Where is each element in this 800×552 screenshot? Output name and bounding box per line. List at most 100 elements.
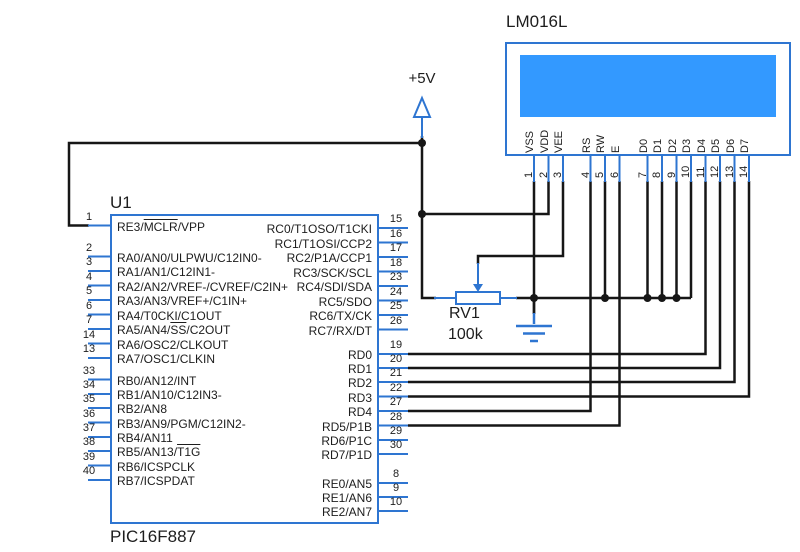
pic-pin-number: 19 bbox=[389, 339, 403, 351]
lcd-pin-number: 3 bbox=[552, 171, 564, 178]
pic-pin-label: RC3/SCK/SCL bbox=[293, 265, 372, 280]
pic-pin-label: RD4 bbox=[347, 405, 372, 419]
lcd-pin-label: RW bbox=[595, 134, 607, 153]
pin-label-part: /C2OUT bbox=[186, 323, 231, 337]
pic-pin-label: RB4/AN11 bbox=[117, 431, 173, 445]
lcd-pin-number: 14 bbox=[738, 165, 750, 178]
pic-pin-label: RC0/T1OSO/T1CKI bbox=[266, 222, 372, 236]
pic-pin-label: RD6/P1C bbox=[321, 434, 372, 448]
pic-pin-label: RC5/SDO bbox=[318, 294, 372, 309]
pic-pin-number: 30 bbox=[389, 439, 403, 451]
pic-pin-label: RC2/P1A/CCP1 bbox=[286, 251, 372, 265]
lcd-pin-number: 6 bbox=[608, 171, 621, 178]
pic-pin-number: 10 bbox=[389, 496, 403, 508]
pic-pin-number: 7 bbox=[85, 314, 93, 326]
lcd-pin-number: 10 bbox=[680, 165, 692, 178]
power-arrow bbox=[412, 95, 432, 118]
pic-pin-number: 5 bbox=[85, 285, 93, 297]
pot-wiper[interactable] bbox=[434, 263, 517, 299]
pin-label-part: RA5/AN4/ bbox=[117, 323, 171, 337]
pic-pin-label: RB1/AN10/C12IN3- bbox=[117, 388, 222, 402]
pin-label-part: RE3/ bbox=[117, 219, 144, 234]
pic-pin-number: 14 bbox=[82, 328, 96, 341]
pic-pin-label: RD7/P1D bbox=[321, 448, 372, 462]
pic-body[interactable] bbox=[110, 214, 379, 524]
lcd-pin-label: VDD bbox=[538, 129, 551, 153]
pic-pin-number: 40 bbox=[82, 465, 96, 477]
pic-pin-number: 1 bbox=[85, 210, 93, 223]
lcd-pin-number: 4 bbox=[579, 171, 592, 178]
pic-pin-number: 21 bbox=[389, 367, 403, 379]
junction-dots bbox=[418, 139, 681, 302]
pic-pin-label: RA4/T0CKI/C1OUT bbox=[117, 308, 222, 323]
pic-pin-number: 25 bbox=[389, 300, 403, 312]
pin-label-part: SS bbox=[170, 323, 187, 337]
pic-pin-label: RE0/AN5 bbox=[321, 477, 372, 491]
pic-pin-label: RC6/TX/CK bbox=[309, 309, 372, 323]
pic-pin-number: 23 bbox=[389, 271, 403, 283]
lcd-pin-label: RS bbox=[580, 137, 593, 153]
pic-pin-number: 22 bbox=[389, 381, 403, 394]
pic-pin-number: 37 bbox=[82, 422, 96, 434]
pic-pin-label: RC4/SDI/SDA bbox=[296, 280, 372, 294]
lcd-pin-label: D6 bbox=[724, 138, 737, 153]
lcd-pin-number: 13 bbox=[723, 165, 736, 178]
pic-pin-label: RD2 bbox=[347, 376, 372, 390]
pic-pin-number: 33 bbox=[82, 364, 96, 377]
lcd-screen bbox=[520, 55, 776, 117]
wiper-arrowhead bbox=[473, 284, 483, 292]
pic-pin-number: 18 bbox=[389, 256, 403, 269]
pic-pin-label: RE1/AN6 bbox=[321, 491, 372, 505]
pic-pin-label: RB5/AN13/T1G bbox=[117, 446, 200, 458]
lcd-pin-number: 5 bbox=[594, 171, 606, 178]
pic-pin-label: RE2/AN7 bbox=[321, 505, 372, 519]
wire-5v-rail bbox=[420, 136, 436, 300]
pic-pin-number: 9 bbox=[392, 482, 400, 494]
lcd-pin-number: 9 bbox=[665, 171, 678, 178]
pic-pin-number: 4 bbox=[85, 270, 93, 283]
power-net-label: +5V bbox=[408, 70, 436, 87]
pic-pin-number: 26 bbox=[389, 314, 403, 327]
pic-pin-label: RB7/ICSPDAT bbox=[117, 474, 195, 488]
lcd-pin-label: VEE bbox=[553, 130, 565, 153]
pic-pin-number: 17 bbox=[389, 242, 403, 254]
pic-pin-number: 36 bbox=[82, 407, 96, 420]
lcd-pin-label: D2 bbox=[666, 138, 679, 153]
wires[interactable] bbox=[67, 136, 751, 427]
ground-symbol[interactable] bbox=[516, 298, 552, 343]
pin-label-part: /VPP bbox=[177, 219, 206, 234]
pic-pin-number: 6 bbox=[85, 299, 93, 312]
wire-mclr-to-5v bbox=[67, 141, 422, 227]
lcd-pin-label: D0 bbox=[637, 138, 650, 153]
pic-pin-number: 2 bbox=[85, 241, 93, 254]
pic-ref-label: U1 bbox=[110, 193, 132, 212]
pic-pin-label: RB2/AN8 bbox=[117, 402, 168, 416]
pic-pin-number: 35 bbox=[82, 393, 96, 405]
lcd-pin-label: D5 bbox=[710, 138, 722, 153]
pic-pin-number: 3 bbox=[85, 256, 93, 268]
pic-pin-number: 39 bbox=[82, 450, 96, 463]
lcd-pin-number: 2 bbox=[537, 171, 550, 178]
pot-body[interactable] bbox=[455, 291, 501, 305]
pic-pin-label: RD3 bbox=[347, 390, 372, 405]
pic-pin-number: 24 bbox=[389, 285, 403, 298]
lcd-pin-number: 8 bbox=[651, 171, 663, 178]
pic-pin-label: RA5/AN4/SS/C2OUT bbox=[117, 324, 230, 336]
lcd-pin-number: 1 bbox=[523, 171, 535, 178]
wire-d6-to-rd2 bbox=[408, 181, 736, 384]
lcd-pin-number: 11 bbox=[694, 166, 707, 178]
pic-pin-label: RC1/T1OSI/CCP2 bbox=[274, 236, 372, 251]
power-symbol[interactable] bbox=[412, 95, 432, 138]
pic-pin-number: 34 bbox=[82, 379, 96, 391]
pic-pin-label: RA6/OSC2/CLKOUT bbox=[117, 337, 229, 352]
lcd-pin-label: D3 bbox=[681, 138, 693, 153]
pic-pin-label: RB6/ICSPCLK bbox=[117, 459, 196, 474]
pic-pin-label: RA0/AN0/ULPWU/C12IN0- bbox=[117, 250, 262, 265]
pic-pin-label: RB0/AN12/INT bbox=[117, 373, 197, 388]
lcd-pin-number: 12 bbox=[709, 165, 721, 178]
wire-d7-to-rd3 bbox=[408, 181, 751, 398]
lcd-part-label: LM016L bbox=[506, 12, 568, 31]
pic-pin-label: RD0 bbox=[347, 348, 372, 362]
